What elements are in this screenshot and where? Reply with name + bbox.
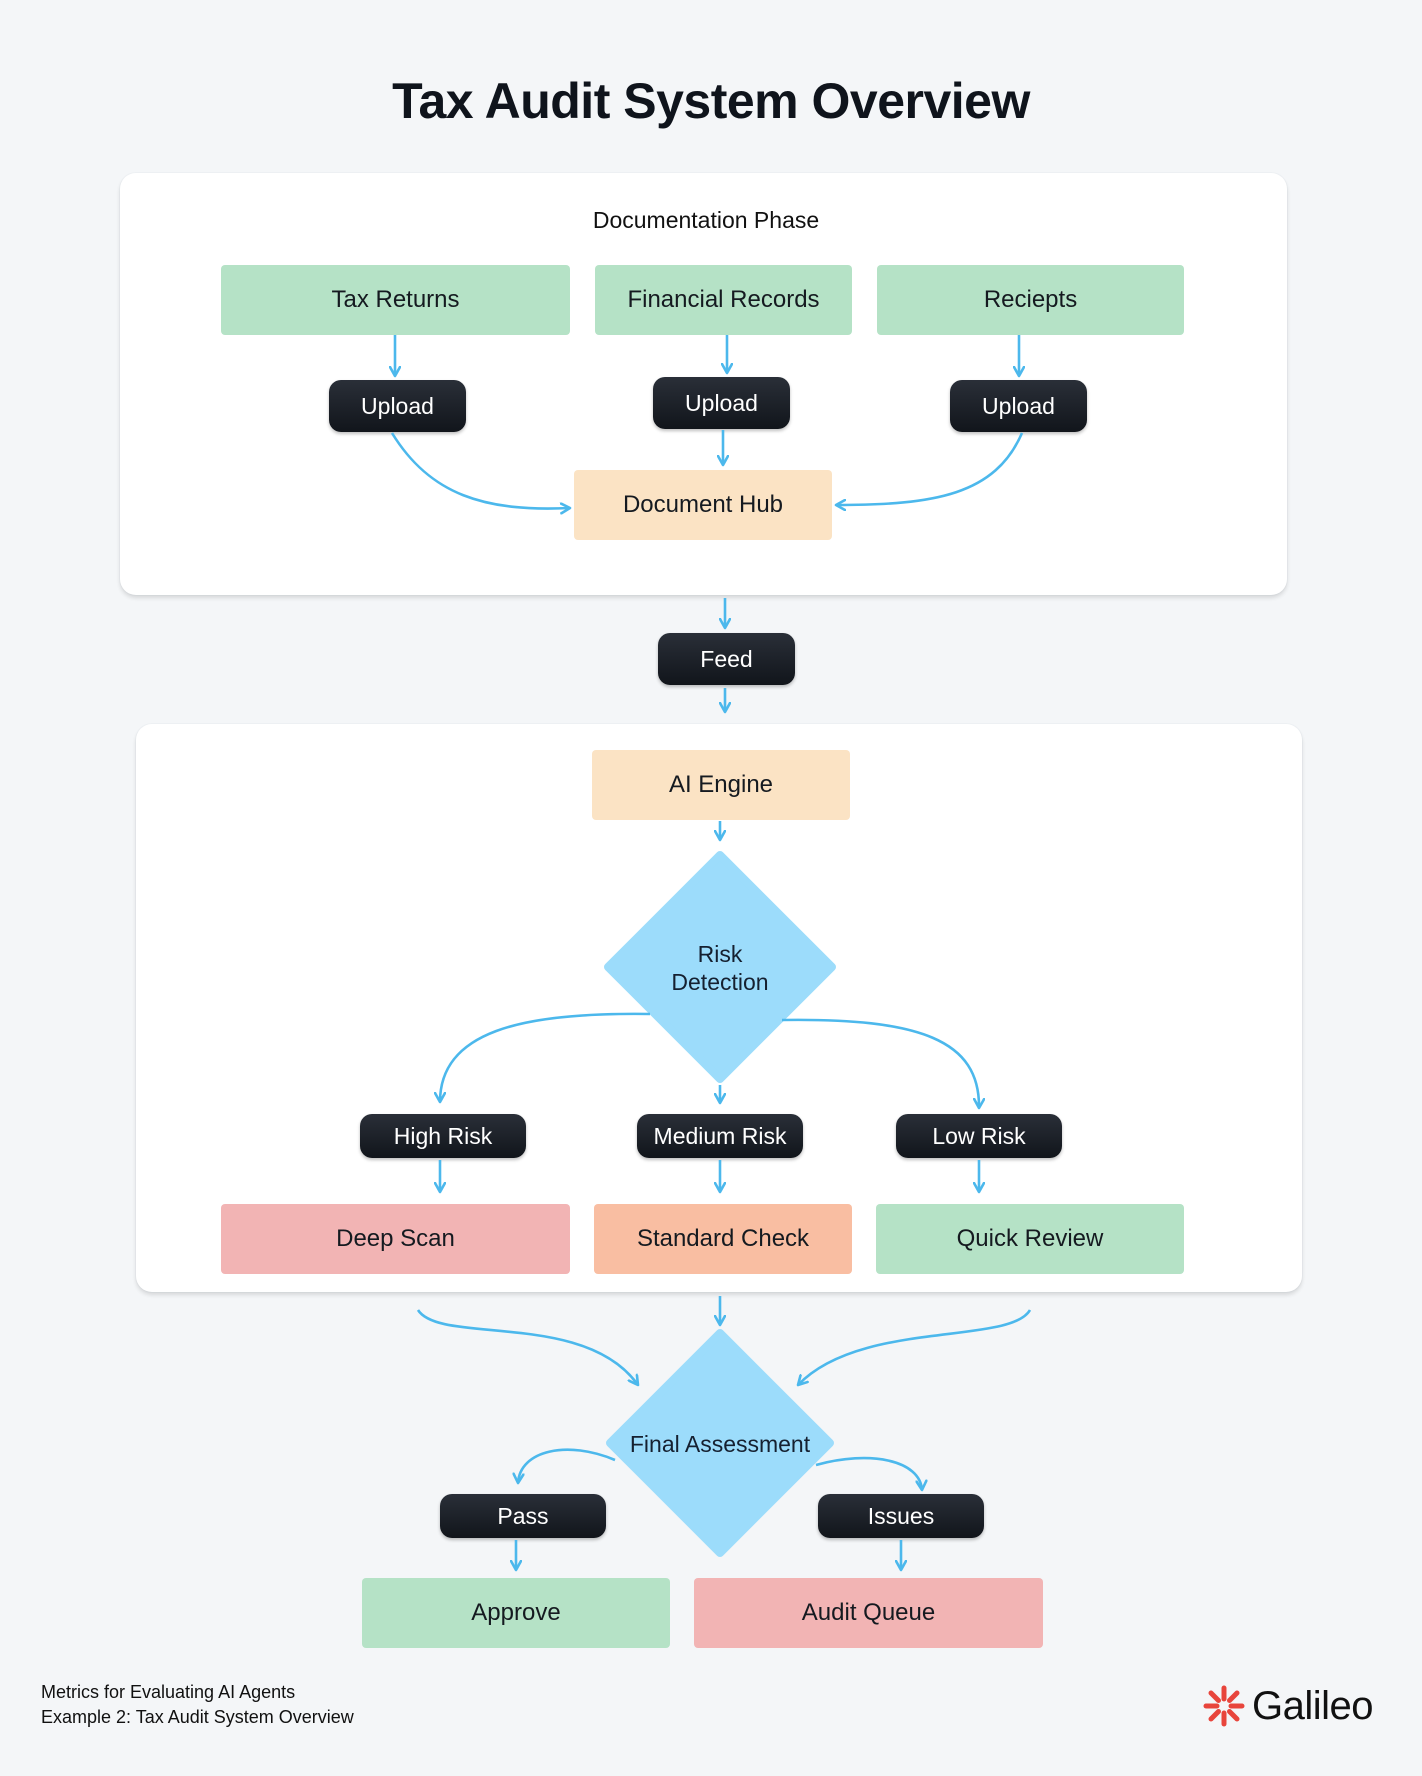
receipts-box: Reciepts xyxy=(877,265,1184,335)
approve-box: Approve xyxy=(362,1578,670,1648)
document-hub-box: Document Hub xyxy=(574,470,832,540)
low-risk-pill: Low Risk xyxy=(896,1114,1062,1158)
upload-pill-1: Upload xyxy=(329,380,466,432)
documentation-phase-title: Documentation Phase xyxy=(592,207,820,233)
page-title: Tax Audit System Overview xyxy=(392,73,1030,129)
footer-line-1: Metrics for Evaluating AI Agents xyxy=(41,1682,296,1702)
upload-pill-3: Upload xyxy=(950,380,1087,432)
arrow-risk-high xyxy=(440,1012,651,1102)
galileo-burst-icon xyxy=(1203,1685,1245,1727)
financial-records-box: Financial Records xyxy=(595,265,852,335)
arrow-quickreview-final xyxy=(798,1309,1032,1385)
arrow-deepscan-final xyxy=(416,1309,638,1385)
galileo-logo: Galileo xyxy=(1202,1680,1392,1732)
arrow-final-pass xyxy=(518,1448,616,1483)
standard-check-box: Standard Check xyxy=(594,1204,852,1274)
tax-returns-box: Tax Returns xyxy=(221,265,570,335)
footer-caption: Metrics for Evaluating AI Agents Example… xyxy=(41,1680,354,1730)
ai-engine-box: AI Engine xyxy=(592,750,850,820)
arrow-upload-hub-right xyxy=(836,432,1024,505)
feed-pill: Feed xyxy=(658,633,795,685)
final-assessment-label: Final Assessment xyxy=(629,1431,811,1457)
footer-line-2: Example 2: Tax Audit System Overview xyxy=(41,1707,354,1727)
deep-scan-box: Deep Scan xyxy=(221,1204,570,1274)
final-assessment-diamond xyxy=(606,1329,834,1557)
audit-queue-box: Audit Queue xyxy=(694,1578,1043,1648)
pass-pill: Pass xyxy=(440,1494,606,1538)
arrow-final-issues xyxy=(815,1456,922,1490)
risk-detection-diamond xyxy=(604,851,836,1083)
quick-review-box: Quick Review xyxy=(876,1204,1184,1274)
high-risk-pill: High Risk xyxy=(360,1114,526,1158)
upload-pill-2: Upload xyxy=(653,377,790,429)
risk-detection-label: Risk Detection xyxy=(630,940,810,996)
galileo-brand-text: Galileo xyxy=(1252,1683,1374,1728)
arrow-risk-low xyxy=(781,1018,979,1108)
risk-detection-text: Risk Detection xyxy=(671,941,769,995)
medium-risk-pill: Medium Risk xyxy=(637,1114,803,1158)
arrow-upload-hub-left xyxy=(390,432,570,509)
issues-pill: Issues xyxy=(818,1494,984,1538)
